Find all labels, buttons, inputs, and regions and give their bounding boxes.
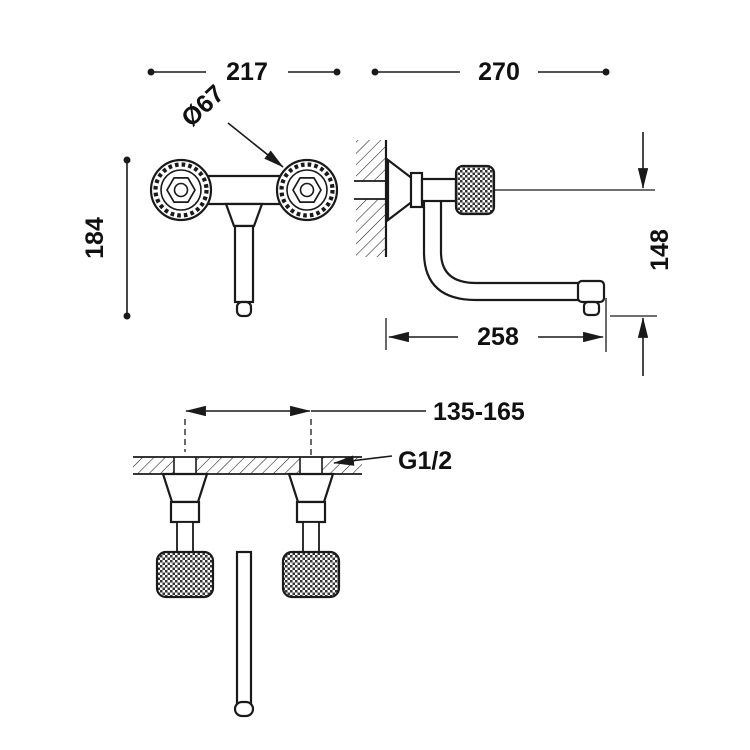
handle-outer-ring xyxy=(149,158,213,222)
dim-label-depth-total: 270 xyxy=(478,58,520,86)
spout-inner-edge xyxy=(439,201,582,285)
handle-left xyxy=(149,158,213,222)
handle-hex-insert xyxy=(292,177,322,203)
escutcheon-cone-left xyxy=(161,472,209,504)
handle-inner-ring xyxy=(286,169,328,211)
escutcheon-cone-right xyxy=(287,472,335,504)
spout-base xyxy=(224,202,264,228)
dim-depth-total: 270 xyxy=(371,58,610,86)
valve-neck-right xyxy=(302,521,320,553)
spout-end-cap xyxy=(576,279,606,304)
knurled-nut-right xyxy=(281,550,341,599)
dim-width-total: 217 xyxy=(147,58,341,86)
valve-body xyxy=(420,177,458,203)
standpipe-tip xyxy=(233,700,255,718)
front-view xyxy=(149,158,339,318)
shank-left xyxy=(174,457,196,474)
dim-spout-reach: 258 xyxy=(388,323,604,351)
escutcheon-cone xyxy=(386,157,415,223)
dim-label-handle-diameter: Ø67 xyxy=(176,80,230,133)
valve-cylinder-right xyxy=(295,500,327,524)
label-thread-size: G1/2 xyxy=(333,447,452,475)
standpipe xyxy=(235,550,253,706)
handle-outer-ring xyxy=(275,158,339,222)
spout-tip xyxy=(235,300,253,318)
dim-label-spout-height: 148 xyxy=(646,229,674,271)
deck-hatch xyxy=(133,457,362,474)
dim-label-spout-reach: 258 xyxy=(477,323,519,351)
installation-view xyxy=(133,456,362,718)
valve-disk xyxy=(409,171,424,209)
aerator xyxy=(582,300,601,317)
handle-center-cap xyxy=(173,182,189,198)
dim-label-width-total: 217 xyxy=(226,58,268,86)
leader-line xyxy=(227,122,284,168)
handle-right xyxy=(275,158,339,222)
dim-height-total: 184 xyxy=(81,156,131,320)
dim-spout-height: 148 xyxy=(637,132,674,376)
knurled-handle-side xyxy=(454,164,496,216)
shank-right xyxy=(300,457,322,474)
wall-pipe xyxy=(354,181,386,199)
dim-label-thread-size: G1/2 xyxy=(398,447,452,475)
spout-column xyxy=(233,224,255,304)
valve-cylinder-left xyxy=(169,500,201,524)
spout-outer-edge xyxy=(422,201,582,302)
dim-inlet-spacing: 135-165 xyxy=(184,398,525,458)
dim-label-height-total: 184 xyxy=(81,217,109,259)
handle-center-cap xyxy=(299,182,315,198)
label-handle-diameter: Ø67 xyxy=(176,80,284,168)
handle-scallop-ring xyxy=(279,162,335,218)
dim-label-inlet-spacing: 135-165 xyxy=(433,398,525,426)
knurled-nut-left xyxy=(155,550,215,599)
side-view xyxy=(354,140,657,352)
leader-line xyxy=(333,455,393,466)
handle-scallop-ring xyxy=(153,162,209,218)
valve-neck-left xyxy=(176,521,194,553)
handle-hex-insert xyxy=(166,177,196,203)
handle-inner-ring xyxy=(160,169,202,211)
